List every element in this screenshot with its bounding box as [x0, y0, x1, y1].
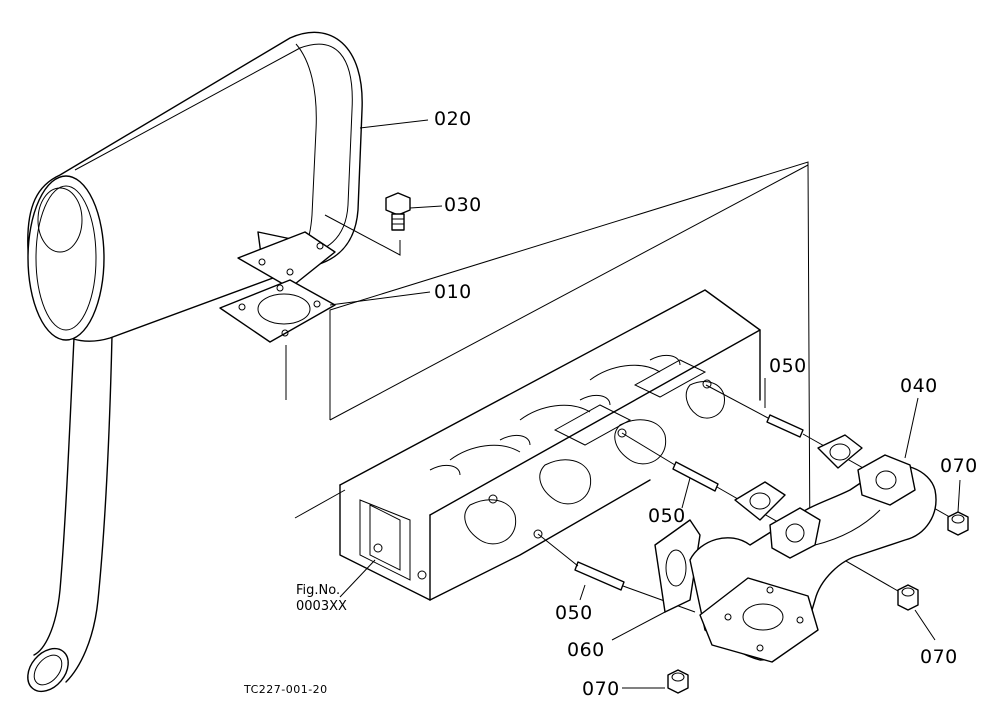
assembly-frame: [329, 161, 811, 561]
assembly-line-lower-stud: [622, 585, 696, 613]
nut-right: [947, 511, 969, 536]
stud-middle: [621, 432, 719, 492]
cylinder-head: [294, 289, 761, 601]
callout-label-070-middle: 070: [920, 646, 958, 668]
assembly-line-bolt: [324, 214, 401, 256]
manifold-gasket: [654, 434, 863, 613]
callout-label-050-upper: 050: [769, 355, 807, 377]
drawing-code: TC227-001-20: [244, 683, 328, 696]
figure-reference-line2: 0003XX: [296, 599, 347, 614]
assembly-frame-diagonal: [329, 164, 809, 421]
callout-label-050-middle: 050: [648, 505, 686, 527]
callout-label-070-right: 070: [940, 455, 978, 477]
callout-label-060: 060: [567, 639, 605, 661]
callout-label-070-lower: 070: [582, 678, 620, 700]
muffler-flange: [237, 231, 336, 289]
muffler-gasket: [219, 279, 336, 343]
callout-label-030: 030: [444, 194, 482, 216]
callout-label-040: 040: [900, 375, 938, 397]
nut-lower: [667, 669, 689, 694]
stud-upper: [705, 384, 804, 438]
tail-pipe: [27, 335, 113, 693]
callout-label-020: 020: [434, 108, 472, 130]
exhaust-manifold: [689, 454, 937, 663]
bolt: [385, 192, 411, 231]
figure-reference-line1: Fig.No.: [296, 583, 341, 598]
nut-middle: [897, 584, 919, 611]
callout-label-050-lower: 050: [555, 602, 593, 624]
stud-lower: [537, 533, 625, 591]
callout-label-010: 010: [434, 281, 472, 303]
leader-lines: [329, 119, 961, 689]
